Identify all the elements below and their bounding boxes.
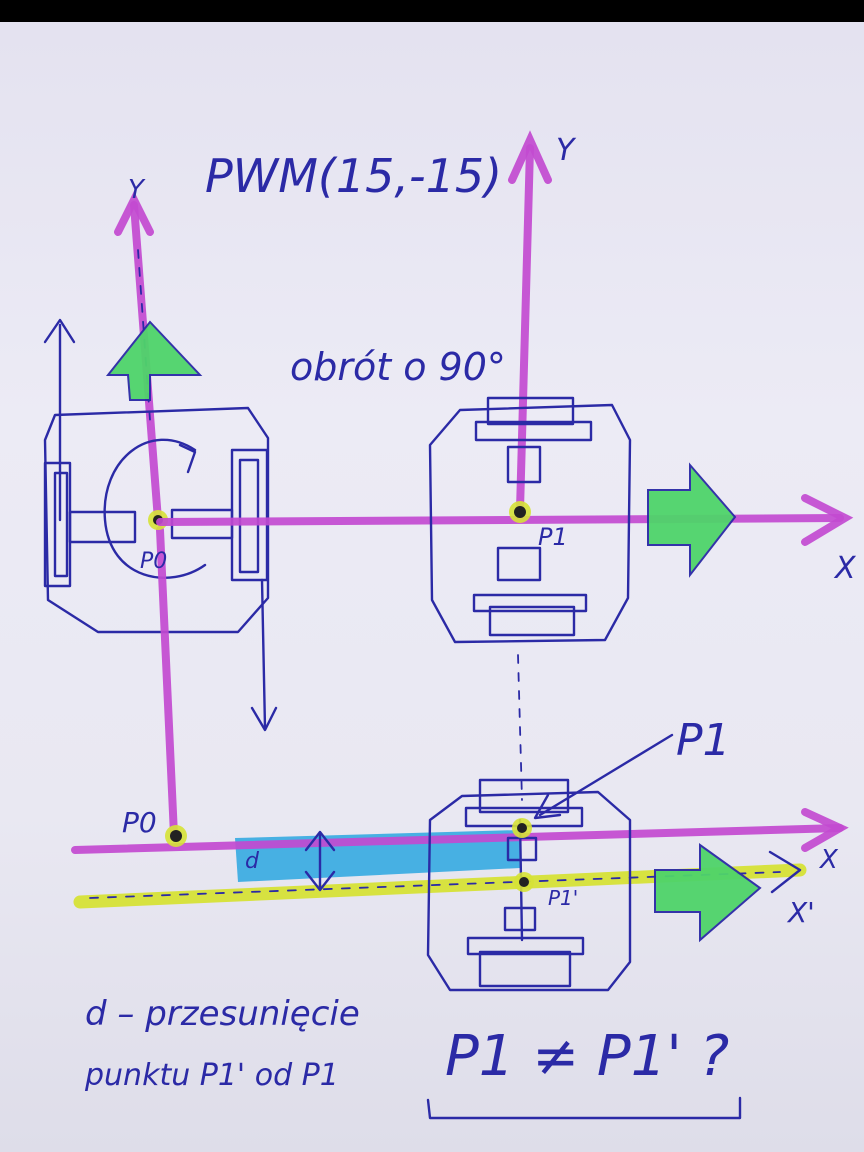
bottom-axle	[496, 546, 542, 582]
y-right-label: Y	[556, 133, 577, 168]
d-definition-line2: punktu P1' od P1	[84, 1058, 339, 1093]
right-y-axis-highlight	[516, 144, 534, 514]
title-label: PWM(15,-15)	[205, 149, 502, 203]
left-thin-up-arrowhead	[43, 318, 76, 344]
left-thin-down-arrowhead	[250, 706, 278, 732]
x-prime-label: X'	[786, 896, 815, 929]
left-thin-down-axis	[260, 578, 267, 730]
bottom-robot-body	[426, 790, 632, 992]
right-wheel	[230, 448, 269, 582]
bottom-lower-wheel	[478, 950, 572, 988]
p1-pointer-label: P1	[676, 715, 731, 766]
bottom-wheel-mount	[472, 593, 588, 613]
p1-pointer-line	[538, 733, 674, 817]
rotation-label: obrót o 90°	[290, 345, 506, 389]
right-y-arrowhead	[508, 130, 552, 184]
right-wheel-inner	[238, 458, 260, 574]
d-arrow-down	[304, 870, 336, 892]
x-prime-arrowhead	[768, 850, 802, 894]
right-robot-body	[428, 403, 632, 644]
d-definition-line1: d – przesunięcie	[85, 994, 360, 1034]
bottom-green-arrow	[654, 843, 762, 943]
p1-pointer-arrowhead	[533, 793, 562, 820]
rotation-arrowhead	[178, 443, 197, 474]
x-top-label: X	[833, 551, 857, 586]
top-x-arrowhead	[801, 494, 854, 546]
bottom-x-axis-highlight	[71, 824, 844, 854]
p1-prime-label: P1'	[548, 886, 578, 910]
left-axle	[68, 510, 137, 544]
question-label: P1 ≠ P1' ?	[445, 1024, 729, 1089]
bottom-x-arrowhead	[801, 808, 849, 852]
top-wheel	[486, 396, 575, 426]
y-left-label: Y	[128, 175, 146, 205]
left-vertical-link	[156, 526, 178, 839]
bottom-wheel	[488, 605, 576, 637]
top-wheel-mount	[474, 420, 593, 442]
top-x-axis-highlight	[156, 514, 844, 526]
left-green-arrow	[105, 320, 203, 401]
x-bottom-label: X	[818, 845, 839, 875]
bottom-top-wheel	[478, 778, 570, 814]
left-robot	[43, 191, 278, 839]
d-arrow-up	[304, 830, 336, 852]
top-axle	[506, 445, 542, 484]
rotation-arc	[103, 438, 207, 579]
d-band-label: d	[245, 849, 260, 874]
right-dashed-down	[517, 654, 523, 801]
right-robot	[156, 130, 854, 801]
left-y-arrowhead	[114, 191, 154, 236]
right-green-arrow	[647, 462, 737, 578]
p0-bottom-label: P0	[122, 806, 157, 839]
p1-top-label: P1	[538, 523, 568, 551]
bottom-lower-axle	[503, 906, 537, 932]
bottom-bracket	[426, 1096, 742, 1120]
bottom-robot	[71, 733, 849, 1120]
p0-top-label: P0	[140, 549, 167, 574]
bottom-lower-wheel-mount	[466, 936, 585, 956]
